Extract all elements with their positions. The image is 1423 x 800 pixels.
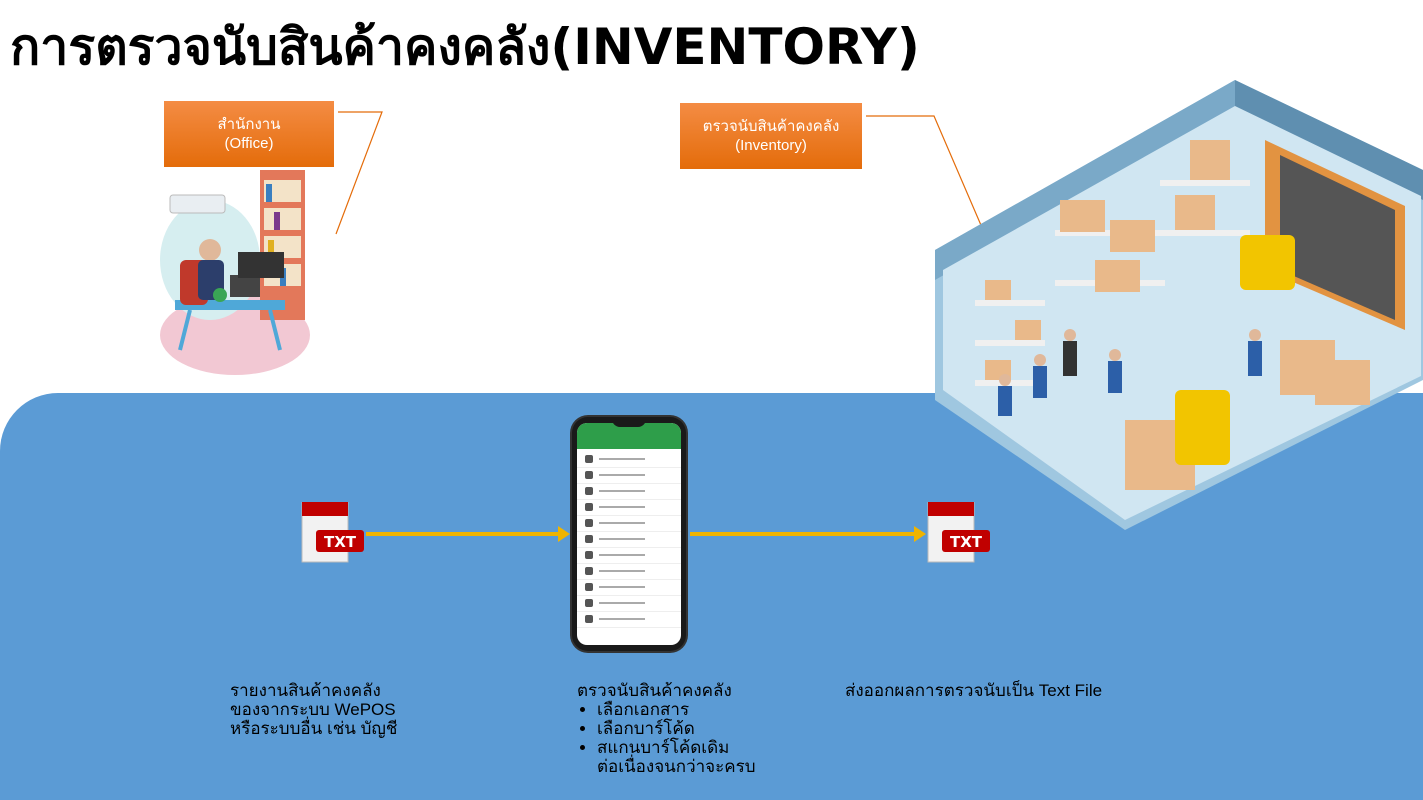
count-caption: ตรวจนับสินค้าคงคลัง เลือกเอกสาร เลือกบาร… [577, 681, 756, 776]
count-caption-bullet: เลือกบาร์โค้ด [597, 719, 756, 738]
menu-row [577, 579, 681, 596]
source-caption: รายงานสินค้าคงคลัง ของจากระบบ WePOS หรือ… [230, 681, 397, 738]
arrow-phone-to-export [690, 526, 926, 542]
menu-row [577, 563, 681, 580]
menu-row [577, 595, 681, 612]
page-title: การตรวจนับสินค้าคงคลัง(INVENTORY) [10, 18, 920, 76]
menu-row [577, 467, 681, 484]
warehouse-illustration [935, 80, 1423, 530]
office-illustration [160, 170, 310, 375]
count-caption-bullet: เลือกเอกสาร [597, 700, 756, 719]
menu-row [577, 547, 681, 564]
count-caption-bullet: สแกนบาร์โค้ดเดิม [597, 738, 756, 757]
smartphone [572, 417, 686, 651]
export-caption: ส่งออกผลการตรวจนับเป็น Text File [845, 681, 1103, 700]
count-caption-list: เลือกเอกสาร เลือกบาร์โค้ด สแกนบาร์โค้ดเด… [577, 700, 756, 757]
menu-row [577, 531, 681, 548]
office-callout-line [335, 111, 383, 235]
menu-row [577, 499, 681, 516]
office-label-line1: สำนักงาน [217, 116, 281, 133]
office-label-line2: (Office) [224, 135, 274, 152]
inventory-label-line1: ตรวจนับสินค้าคงคลัง [702, 118, 840, 135]
source-caption-line1: รายงานสินค้าคงคลัง [230, 681, 381, 700]
txt-file-icon-export: TXT [927, 502, 990, 563]
inventory-label-line2: (Inventory) [735, 137, 807, 154]
source-caption-line3: หรือระบบอื่น เช่น บัญชี [230, 719, 398, 738]
phone-screen-header [577, 423, 681, 449]
office-label-box: สำนักงาน (Office) [164, 101, 334, 167]
menu-row [577, 483, 681, 500]
txt-icon-label-export: TXT [950, 533, 983, 551]
phone-notch [612, 417, 646, 427]
source-caption-line2: ของจากระบบ WePOS [230, 700, 396, 719]
count-caption-continuation: ต่อเนื่องจนกว่าจะครบ [597, 757, 756, 776]
menu-row [577, 515, 681, 532]
inventory-label-box: ตรวจนับสินค้าคงคลัง (Inventory) [680, 103, 862, 169]
count-caption-heading: ตรวจนับสินค้าคงคลัง [577, 681, 732, 700]
menu-row [577, 451, 681, 468]
txt-icon-label-source: TXT [324, 533, 357, 551]
phone-screen [577, 423, 681, 645]
menu-row [577, 611, 681, 628]
arrow-source-to-phone [366, 526, 570, 542]
txt-file-icon-source: TXT [301, 502, 364, 563]
